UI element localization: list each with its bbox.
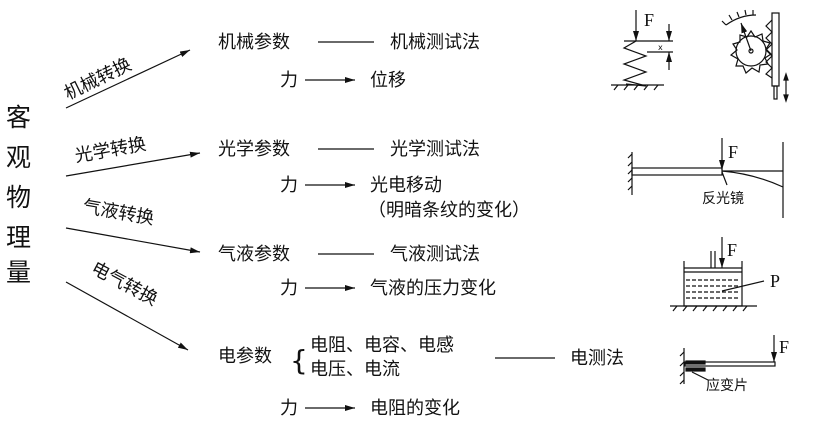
branch-label-fluid: 气液转换: [81, 196, 156, 229]
svg-text:F: F: [727, 240, 737, 260]
branch-label-optical: 光学转换: [73, 134, 148, 167]
branch-label-mechanical: 机械转换: [61, 54, 135, 104]
svg-text:x: x: [658, 43, 663, 52]
force-label: 力: [280, 70, 298, 91]
method-electrical: 电测法: [570, 348, 624, 369]
effect-mechanical: 位移: [370, 70, 406, 91]
brace: {: [290, 344, 308, 377]
branch-label-electrical: 电气转换: [88, 258, 161, 310]
effect-electrical: 电阻的变化: [370, 398, 460, 419]
root-label: 客 观 物 理 量: [6, 103, 31, 287]
strain-gauge-figure: F 应变片: [679, 335, 789, 394]
svg-text:应变片: 应变片: [706, 377, 748, 394]
svg-text:客: 客: [6, 103, 31, 132]
gear-rack-figure: [721, 9, 789, 103]
force-label: 力: [280, 278, 298, 299]
method-optical: 光学测试法: [390, 139, 480, 160]
effect-optical-note: （明暗条纹的变化）: [368, 200, 530, 221]
svg-text:观: 观: [6, 143, 31, 172]
param-electrical: 电参数: [218, 346, 272, 367]
svg-text:P: P: [770, 271, 780, 291]
param-fluid: 气液参数: [218, 244, 290, 265]
svg-text:理: 理: [6, 223, 31, 252]
fluid-container-figure: F P: [670, 237, 780, 312]
force-label: 力: [280, 175, 298, 196]
branch-arrow-mechanical: [65, 49, 191, 109]
svg-text:F: F: [779, 337, 789, 357]
svg-text:物: 物: [6, 183, 31, 212]
param-items-2: 电压、电流: [310, 359, 400, 380]
branch-arrow-optical: [65, 151, 201, 177]
method-fluid: 气液测试法: [390, 244, 480, 265]
branch-arrow-fluid: [65, 227, 201, 254]
svg-text:F: F: [728, 142, 738, 162]
effect-fluid: 气液的压力变化: [370, 278, 496, 299]
branch-arrow-electrical: [65, 281, 189, 351]
method-mechanical: 机械测试法: [390, 32, 480, 53]
svg-text:F: F: [644, 10, 654, 30]
param-mechanical: 机械参数: [218, 32, 290, 53]
svg-text:反光镜: 反光镜: [702, 191, 744, 207]
svg-text:量: 量: [6, 258, 31, 287]
param-optical: 光学参数: [218, 139, 290, 160]
force-label: 力: [280, 398, 298, 419]
effect-optical: 光电移动: [370, 175, 442, 196]
cantilever-mirror-figure: F 反光镜: [627, 138, 784, 218]
param-items-1: 电阻、电容、电感: [310, 335, 454, 356]
spring-figure: F x: [611, 10, 673, 91]
